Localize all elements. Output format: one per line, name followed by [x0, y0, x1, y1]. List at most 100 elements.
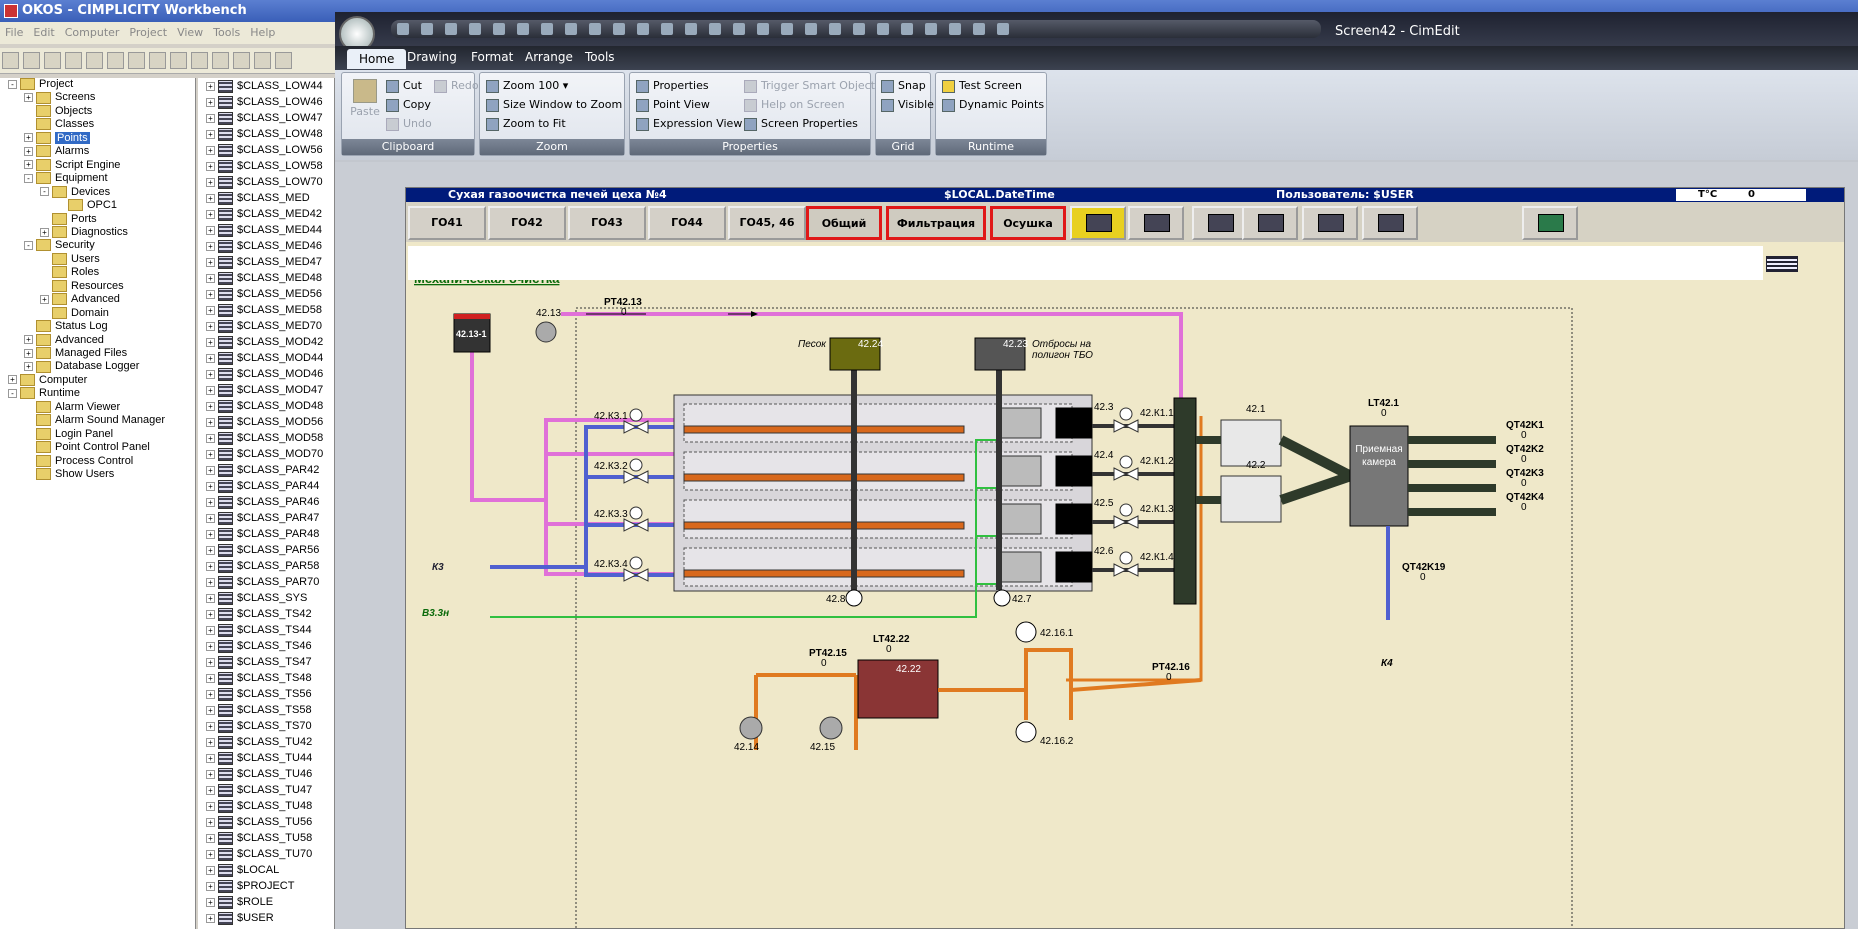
expand-icon[interactable]: + [206, 337, 215, 347]
class-item[interactable]: +$CLASS_MOD58 [206, 430, 323, 446]
toolbar-button-icon[interactable] [170, 52, 187, 69]
collapse-icon[interactable]: - [24, 240, 33, 250]
expand-icon[interactable]: + [206, 113, 215, 123]
grid-visible-button[interactable]: Visible [881, 98, 934, 112]
class-item[interactable]: +$CLASS_TU44 [206, 750, 312, 766]
tree-item-project[interactable]: -Project [8, 76, 73, 92]
class-item[interactable]: +$CLASS_PAR44 [206, 478, 319, 494]
expand-icon[interactable]: + [206, 465, 215, 475]
toolbar-display-icon[interactable] [1192, 206, 1248, 240]
nav-button-section[interactable]: Фильтрация [886, 206, 986, 240]
class-item[interactable]: +$CLASS_PAR58 [206, 558, 319, 574]
undo-button[interactable]: Undo [386, 117, 432, 131]
toolbar-button-icon[interactable] [65, 52, 82, 69]
toolbar-button-icon[interactable] [107, 52, 124, 69]
expand-icon[interactable]: + [206, 721, 215, 731]
tree-item-points[interactable]: +Points [24, 130, 90, 146]
expand-icon[interactable]: + [206, 593, 215, 603]
expand-icon[interactable]: + [206, 257, 215, 267]
class-item[interactable]: +$CLASS_MED56 [206, 286, 322, 302]
class-item[interactable]: +$CLASS_PAR48 [206, 526, 319, 542]
quick-access-icon[interactable] [661, 23, 673, 35]
class-item[interactable]: +$CLASS_TS42 [206, 606, 312, 622]
class-item[interactable]: +$CLASS_PAR47 [206, 510, 319, 526]
expand-icon[interactable]: + [206, 225, 215, 235]
tree-item-script-engine[interactable]: +Script Engine [24, 157, 120, 173]
nav-button-section[interactable]: Осушка [990, 206, 1066, 240]
class-item[interactable]: +$CLASS_TU47 [206, 782, 312, 798]
class-item[interactable]: +$CLASS_TS70 [206, 718, 312, 734]
class-item[interactable]: +$CLASS_TS48 [206, 670, 312, 686]
class-item[interactable]: +$CLASS_MED44 [206, 222, 322, 238]
expand-icon[interactable]: + [206, 577, 215, 587]
class-item[interactable]: +$CLASS_MED46 [206, 238, 322, 254]
expand-icon[interactable]: + [206, 849, 215, 859]
quick-access-icon[interactable] [589, 23, 601, 35]
expand-icon[interactable]: + [24, 160, 33, 170]
expand-icon[interactable]: + [206, 609, 215, 619]
expand-icon[interactable]: + [24, 362, 33, 372]
class-item[interactable]: +$CLASS_MOD70 [206, 446, 323, 462]
tree-item-roles[interactable]: +Roles [40, 264, 99, 280]
class-item[interactable]: +$LOCAL [206, 862, 279, 878]
expand-icon[interactable]: + [206, 401, 215, 411]
expand-icon[interactable]: + [206, 449, 215, 459]
quick-access-icon[interactable] [421, 23, 433, 35]
tree-item-resources[interactable]: +Resources [40, 278, 124, 294]
collapse-icon[interactable]: - [40, 187, 49, 197]
tree-item-domain[interactable]: +Domain [40, 305, 109, 321]
tree-item-diagnostics[interactable]: +Diagnostics [40, 224, 128, 240]
expand-icon[interactable]: + [206, 817, 215, 827]
tree-item-process-control[interactable]: +Process Control [24, 453, 133, 469]
expand-icon[interactable]: + [206, 481, 215, 491]
expand-icon[interactable]: + [206, 241, 215, 251]
class-item[interactable]: +$CLASS_LOW56 [206, 142, 323, 158]
table-icon[interactable] [1766, 256, 1798, 272]
snap-button[interactable]: Snap [881, 79, 926, 93]
expand-icon[interactable]: + [206, 193, 215, 203]
quick-access-icon[interactable] [853, 23, 865, 35]
toolbar-button-icon[interactable] [2, 52, 19, 69]
tree-item-status-log[interactable]: +Status Log [24, 318, 108, 334]
class-item[interactable]: +$CLASS_SYS [206, 590, 307, 606]
class-item[interactable]: +$CLASS_TU42 [206, 734, 312, 750]
quick-access-icon[interactable] [829, 23, 841, 35]
menu-computer[interactable]: Computer [64, 26, 120, 39]
class-item[interactable]: +$CLASS_LOW44 [206, 78, 323, 94]
class-item[interactable]: +$CLASS_MED47 [206, 254, 322, 270]
class-item[interactable]: +$CLASS_PAR70 [206, 574, 319, 590]
toolbar-button-icon[interactable] [44, 52, 61, 69]
tree-item-screens[interactable]: +Screens [24, 89, 95, 105]
expand-icon[interactable]: + [206, 385, 215, 395]
nav-button-go[interactable]: ГО44 [648, 206, 726, 240]
menu-project[interactable]: Project [129, 26, 168, 39]
tree-item-alarm-viewer[interactable]: +Alarm Viewer [24, 399, 120, 415]
toolbar-button-icon[interactable] [254, 52, 271, 69]
expand-icon[interactable]: + [206, 897, 215, 907]
menu-file[interactable]: File [5, 26, 24, 39]
expand-icon[interactable]: + [206, 321, 215, 331]
toolbar-printer-icon[interactable] [1362, 206, 1418, 240]
expand-icon[interactable]: + [206, 801, 215, 811]
expand-icon[interactable]: + [206, 145, 215, 155]
class-item[interactable]: +$CLASS_TS58 [206, 702, 312, 718]
expand-icon[interactable]: + [206, 769, 215, 779]
quick-access-icon[interactable] [805, 23, 817, 35]
expand-icon[interactable]: + [206, 737, 215, 747]
paste-button[interactable]: Paste [350, 79, 380, 119]
class-item[interactable]: +$CLASS_TS46 [206, 638, 312, 654]
tree-item-devices[interactable]: -Devices [40, 184, 110, 200]
hmi-screen[interactable]: Сухая газоочистка печей цеха №4 $LOCAL.D… [405, 187, 1845, 929]
class-item[interactable]: +$CLASS_TU56 [206, 814, 312, 830]
class-item[interactable]: +$PROJECT [206, 878, 294, 894]
class-item[interactable]: +$CLASS_TS44 [206, 622, 312, 638]
tree-item-alarms[interactable]: +Alarms [24, 143, 89, 159]
quick-access-icon[interactable] [565, 23, 577, 35]
quick-access-icon[interactable] [493, 23, 505, 35]
collapse-icon[interactable]: - [8, 388, 17, 398]
expand-icon[interactable]: + [206, 913, 215, 923]
class-item[interactable]: +$CLASS_PAR56 [206, 542, 319, 558]
quick-access-icon[interactable] [733, 23, 745, 35]
menu-tools[interactable]: Tools [213, 26, 241, 39]
tab-arrange[interactable]: Arrange [525, 50, 573, 64]
